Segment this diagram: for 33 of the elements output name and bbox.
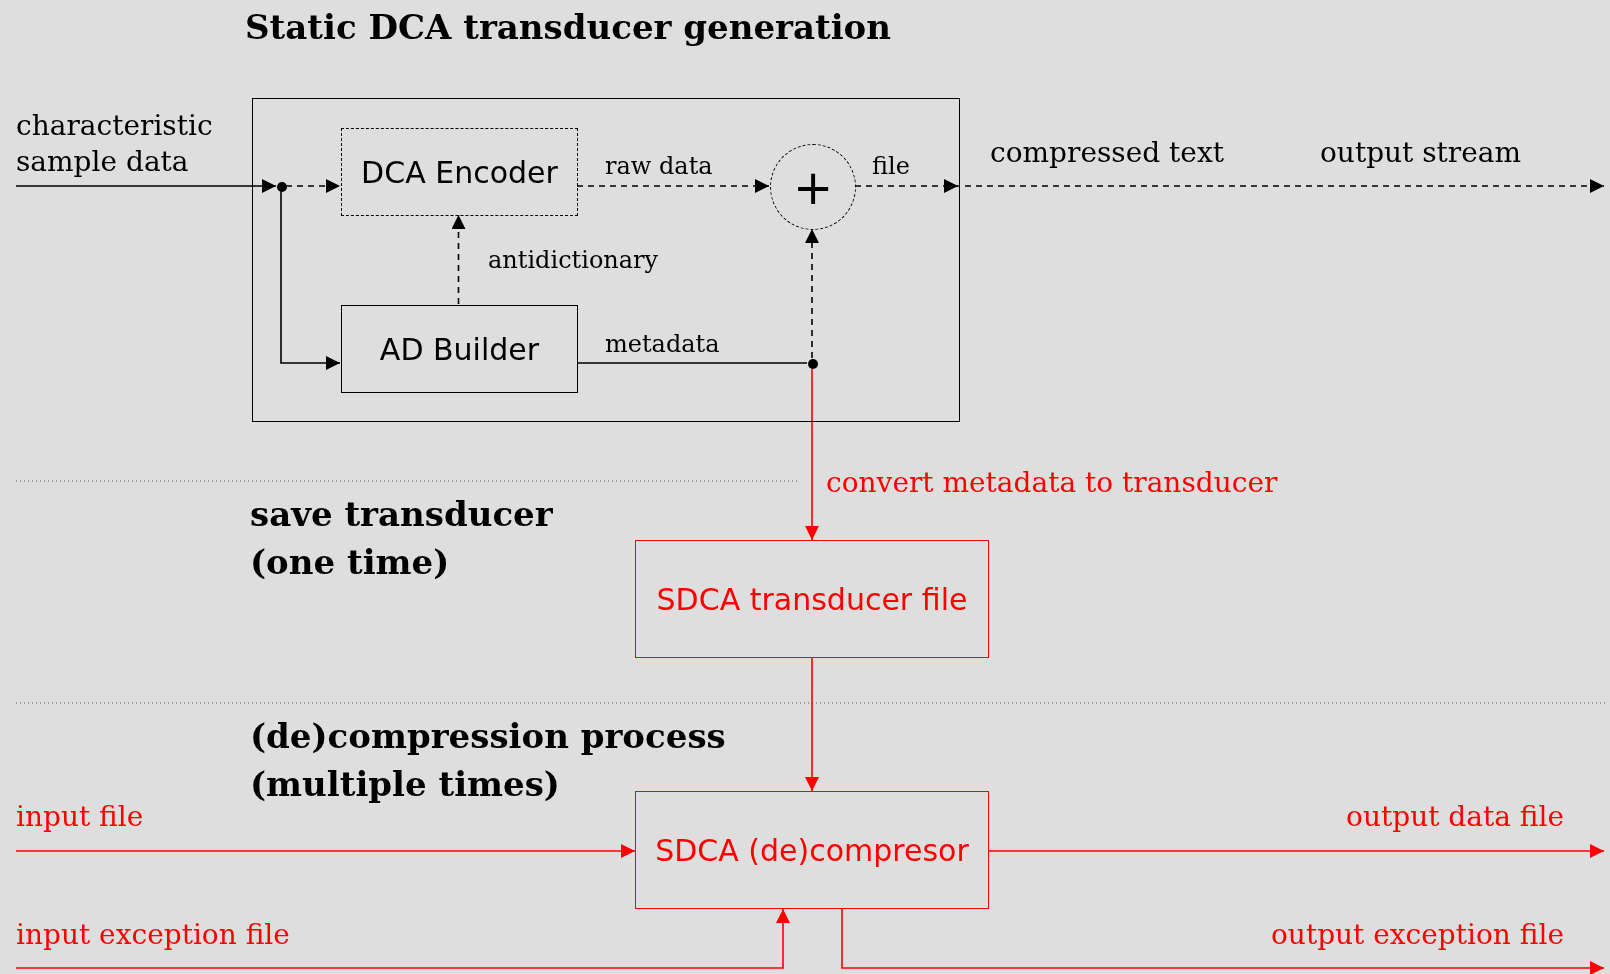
process-box: AD Builder [341, 305, 578, 393]
stream-label: output stream [1320, 136, 1522, 169]
edge-label: antidictionary [488, 246, 659, 274]
stream-label: compressed text [990, 136, 1224, 169]
process-box: SDCA transducer file [635, 540, 989, 658]
arrow [576, 179, 770, 193]
arrow [15, 908, 790, 969]
edge-label: raw data [605, 152, 713, 180]
process-box: SDCA (de)compresor [635, 791, 989, 909]
arrow [988, 844, 1605, 858]
edge-label: input exception file [16, 918, 290, 951]
edge-label: file [872, 152, 910, 180]
junction-dot [808, 359, 818, 369]
arrow [451, 214, 466, 305]
arrow [280, 190, 341, 370]
arrow [805, 367, 819, 541]
arrow [15, 844, 636, 858]
process-box: DCA Encoder [341, 128, 578, 216]
arrow [15, 179, 277, 193]
section-heading: save transducer (one time) [250, 493, 554, 584]
edge-label: output data file [1346, 800, 1564, 833]
edge-label: characteristic sample data [16, 108, 214, 180]
arrow [841, 908, 1605, 974]
group-title: Static DCA transducer generation [245, 7, 892, 47]
edge-label: metadata [605, 330, 720, 358]
arrow [805, 228, 819, 359]
edge-label: input file [16, 800, 144, 833]
edge-label: convert metadata to transducer [826, 466, 1278, 499]
junction-dot [277, 182, 287, 192]
arrow [285, 179, 341, 193]
edge-label: output exception file [1271, 918, 1564, 951]
arrow [805, 657, 819, 792]
arrow [854, 179, 1605, 193]
